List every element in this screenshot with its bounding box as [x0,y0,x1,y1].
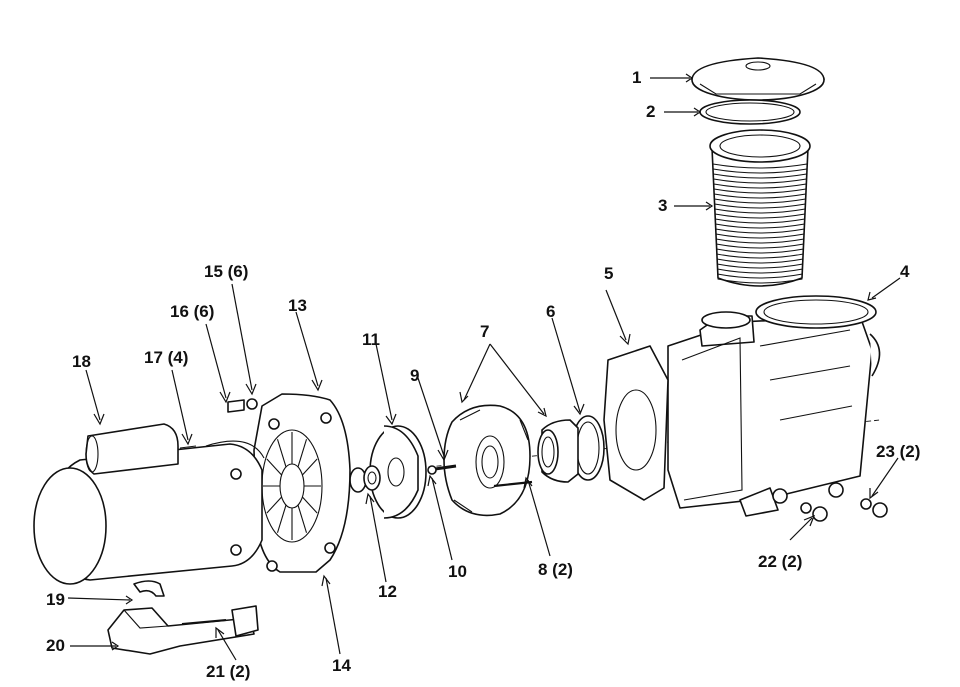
basket-rib [713,168,807,174]
housing-gasket-part [603,345,669,501]
plate-vane [301,458,318,476]
callout-17: 17 (4) [144,348,189,367]
drain-plug-part [800,498,888,522]
plate-vane [276,504,287,533]
diffuser-part [537,419,579,483]
callout-8: 8 (2) [538,560,573,579]
basket-rib [713,183,807,189]
basket-rib [712,163,808,169]
motor-base-part [107,605,259,655]
plate-vane [276,439,287,468]
basket-rib [717,268,803,274]
callout-2: 2 [646,102,656,121]
basket-rib [717,278,803,284]
basket-rib [716,253,804,259]
shaft-seal-part [349,465,381,493]
impeller-screw-part [427,464,457,475]
callout-18: 18 [72,352,91,371]
seal-plate-part [443,404,531,517]
basket-rib [713,188,807,194]
basket-rib [714,203,806,209]
callout-1: 1 [632,68,642,87]
callout-5: 5 [604,264,614,283]
basket-rib [714,213,806,219]
strainer-cover-part [691,57,825,101]
motor-mount-plate-part [253,393,351,573]
callout-23: 23 (2) [876,442,921,461]
basket-rib [716,258,804,264]
callout-14: 14 [332,656,351,675]
mount-bolt-part [227,398,258,413]
basket-rib [714,208,806,214]
plate-vane [266,458,283,476]
basket-rib [716,243,804,249]
plate-vane [297,439,308,468]
impeller-part [369,425,427,519]
basket-rib [715,233,805,239]
callout-15: 15 (6) [204,262,249,281]
callout-3: 3 [658,196,668,215]
basket-rib [716,263,804,269]
callout-13: 13 [288,296,307,315]
base-clip-part [133,580,165,597]
basket-rib [714,198,806,204]
plate-vane [301,496,318,514]
basket-rib [715,238,805,244]
callout-4: 4 [900,262,910,281]
callout-16: 16 (6) [170,302,215,321]
callout-12: 12 [378,582,397,601]
pump-housing-part [667,295,881,517]
plate-vane [266,496,283,514]
basket-rib [713,173,807,179]
callout-11: 11 [362,330,380,349]
basket-rib [714,193,806,199]
cover-o-ring-part [699,99,801,125]
callout-21: 21 (2) [206,662,251,681]
basket-rib [715,228,805,234]
callout-19: 19 [46,590,65,609]
basket-rib [715,223,805,229]
callout-22: 22 (2) [758,552,803,571]
basket-rib [715,218,805,224]
motor-part [33,423,265,585]
strainer-basket-part [709,129,811,287]
basket-rib [717,273,803,279]
leader-lines [67,73,901,661]
callout-7: 7 [480,322,490,341]
callout-20: 20 [46,636,65,655]
callout-6: 6 [546,302,556,321]
basket-rib [716,248,804,254]
plate-vane [297,504,308,533]
callout-9: 9 [410,366,420,385]
basket-rib [713,178,807,184]
callout-10: 10 [448,562,467,581]
